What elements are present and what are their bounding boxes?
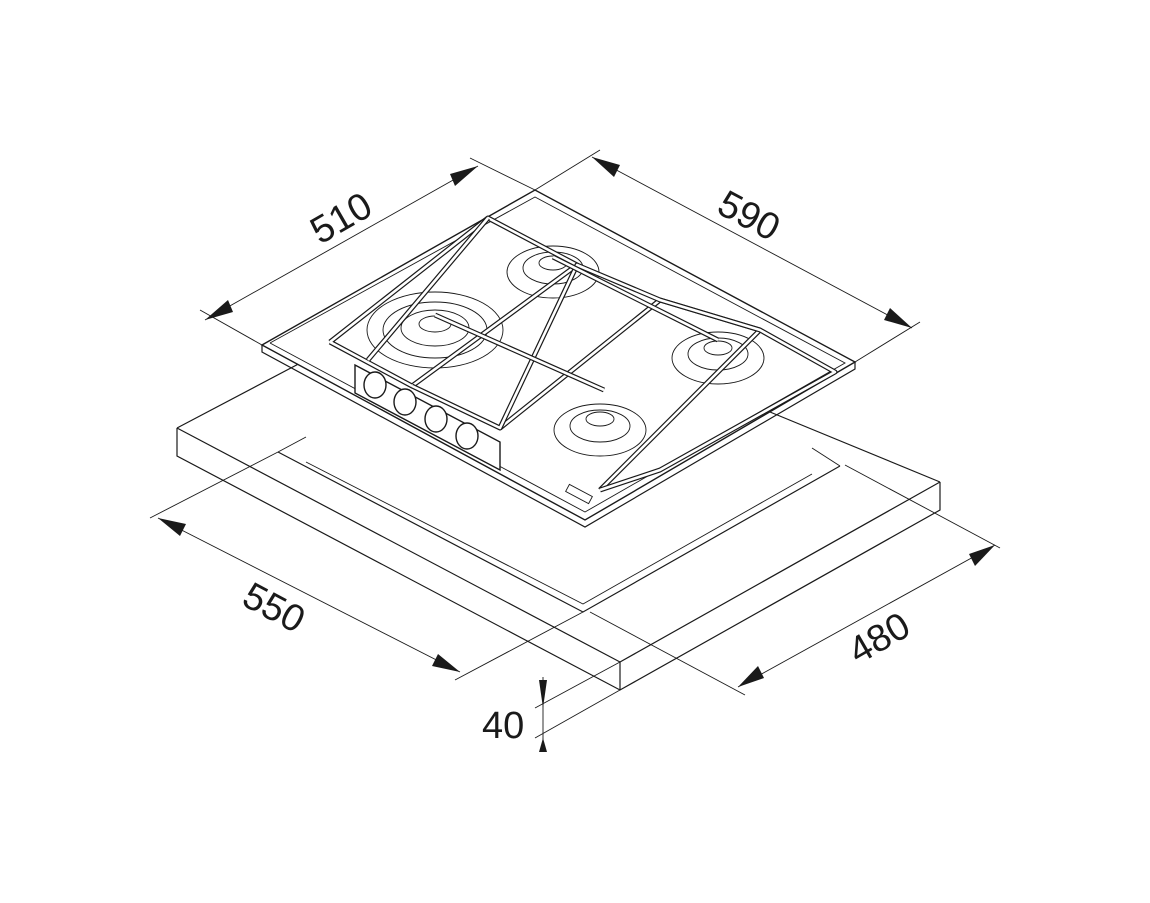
badge <box>565 483 593 505</box>
dimension-label-550: 550 <box>236 575 312 642</box>
knob-1 <box>363 371 387 399</box>
knob-2 <box>393 388 417 416</box>
pan-supports <box>328 215 838 493</box>
dimension-550: 550 <box>149 451 584 681</box>
dimension-label-480: 480 <box>842 605 918 673</box>
knob-4 <box>455 422 479 450</box>
control-knobs <box>363 371 479 450</box>
dimension-label-510: 510 <box>304 185 380 253</box>
dimension-40: 40 <box>482 661 621 752</box>
knob-3 <box>424 405 448 433</box>
dimension-label-590: 590 <box>711 183 787 250</box>
dimension-480: 480 <box>589 464 1001 696</box>
gas-hob <box>260 189 857 528</box>
dimension-label-40: 40 <box>482 705 524 747</box>
burner-front <box>553 403 647 457</box>
